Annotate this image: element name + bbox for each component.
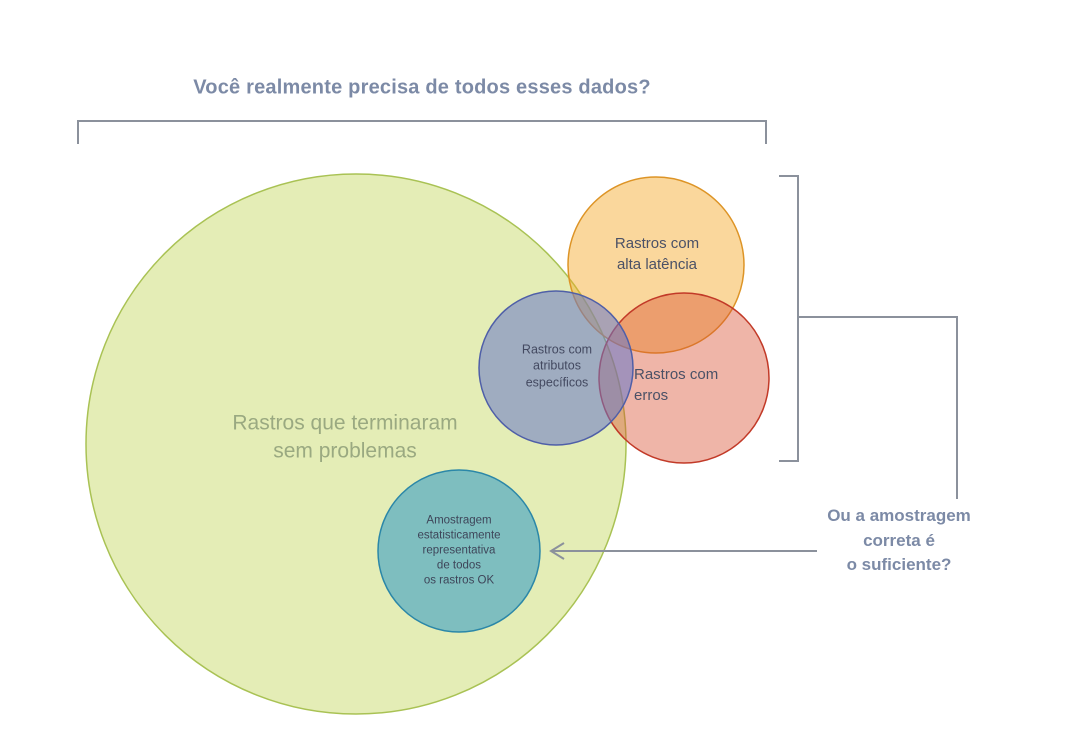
connector-line [798,316,958,499]
circle-statistical-sample [377,469,541,633]
arrow-head-icon [549,542,565,560]
top-bracket [77,120,767,144]
circle-high-latency [567,176,745,354]
circle-specific-attributes [478,290,634,446]
right-bracket [779,175,799,462]
